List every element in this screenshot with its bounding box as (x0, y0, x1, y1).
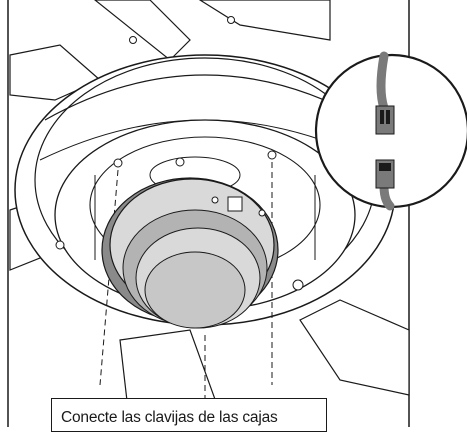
center-screw (175, 157, 185, 167)
light-kit-screw-left (211, 196, 219, 204)
connector-callout (314, 51, 467, 211)
fan-blades (9, 0, 410, 427)
screw-top (227, 16, 235, 24)
plug-pin-b (386, 110, 390, 124)
light-kit-connector-tab (227, 196, 243, 212)
screw-far-left (55, 240, 65, 250)
light-kit-lens (144, 251, 246, 329)
caption-box: Conecte las clavijas de las cajas (51, 398, 327, 432)
light-kit-screw-right (258, 209, 266, 217)
wire-upper (376, 51, 389, 113)
fan-blade-top (94, 0, 191, 61)
caption-text: Conecte las clavijas de las cajas (61, 409, 278, 426)
screw-right (267, 150, 277, 160)
screws (55, 16, 304, 291)
screw-bottom-right (292, 279, 304, 291)
socket-opening (379, 163, 391, 171)
plug-pin-a (380, 110, 384, 124)
fan-blade-top-right (198, 0, 331, 41)
light-kit (101, 177, 279, 329)
screw-top-left (129, 36, 137, 44)
dashed-line-left (99, 169, 119, 386)
fan-blade-right (299, 299, 410, 396)
plug-body (375, 105, 395, 135)
screw-left (113, 158, 123, 168)
wire-connector-socket-icon (375, 159, 395, 189)
wire-connector-plug-icon (375, 105, 395, 135)
